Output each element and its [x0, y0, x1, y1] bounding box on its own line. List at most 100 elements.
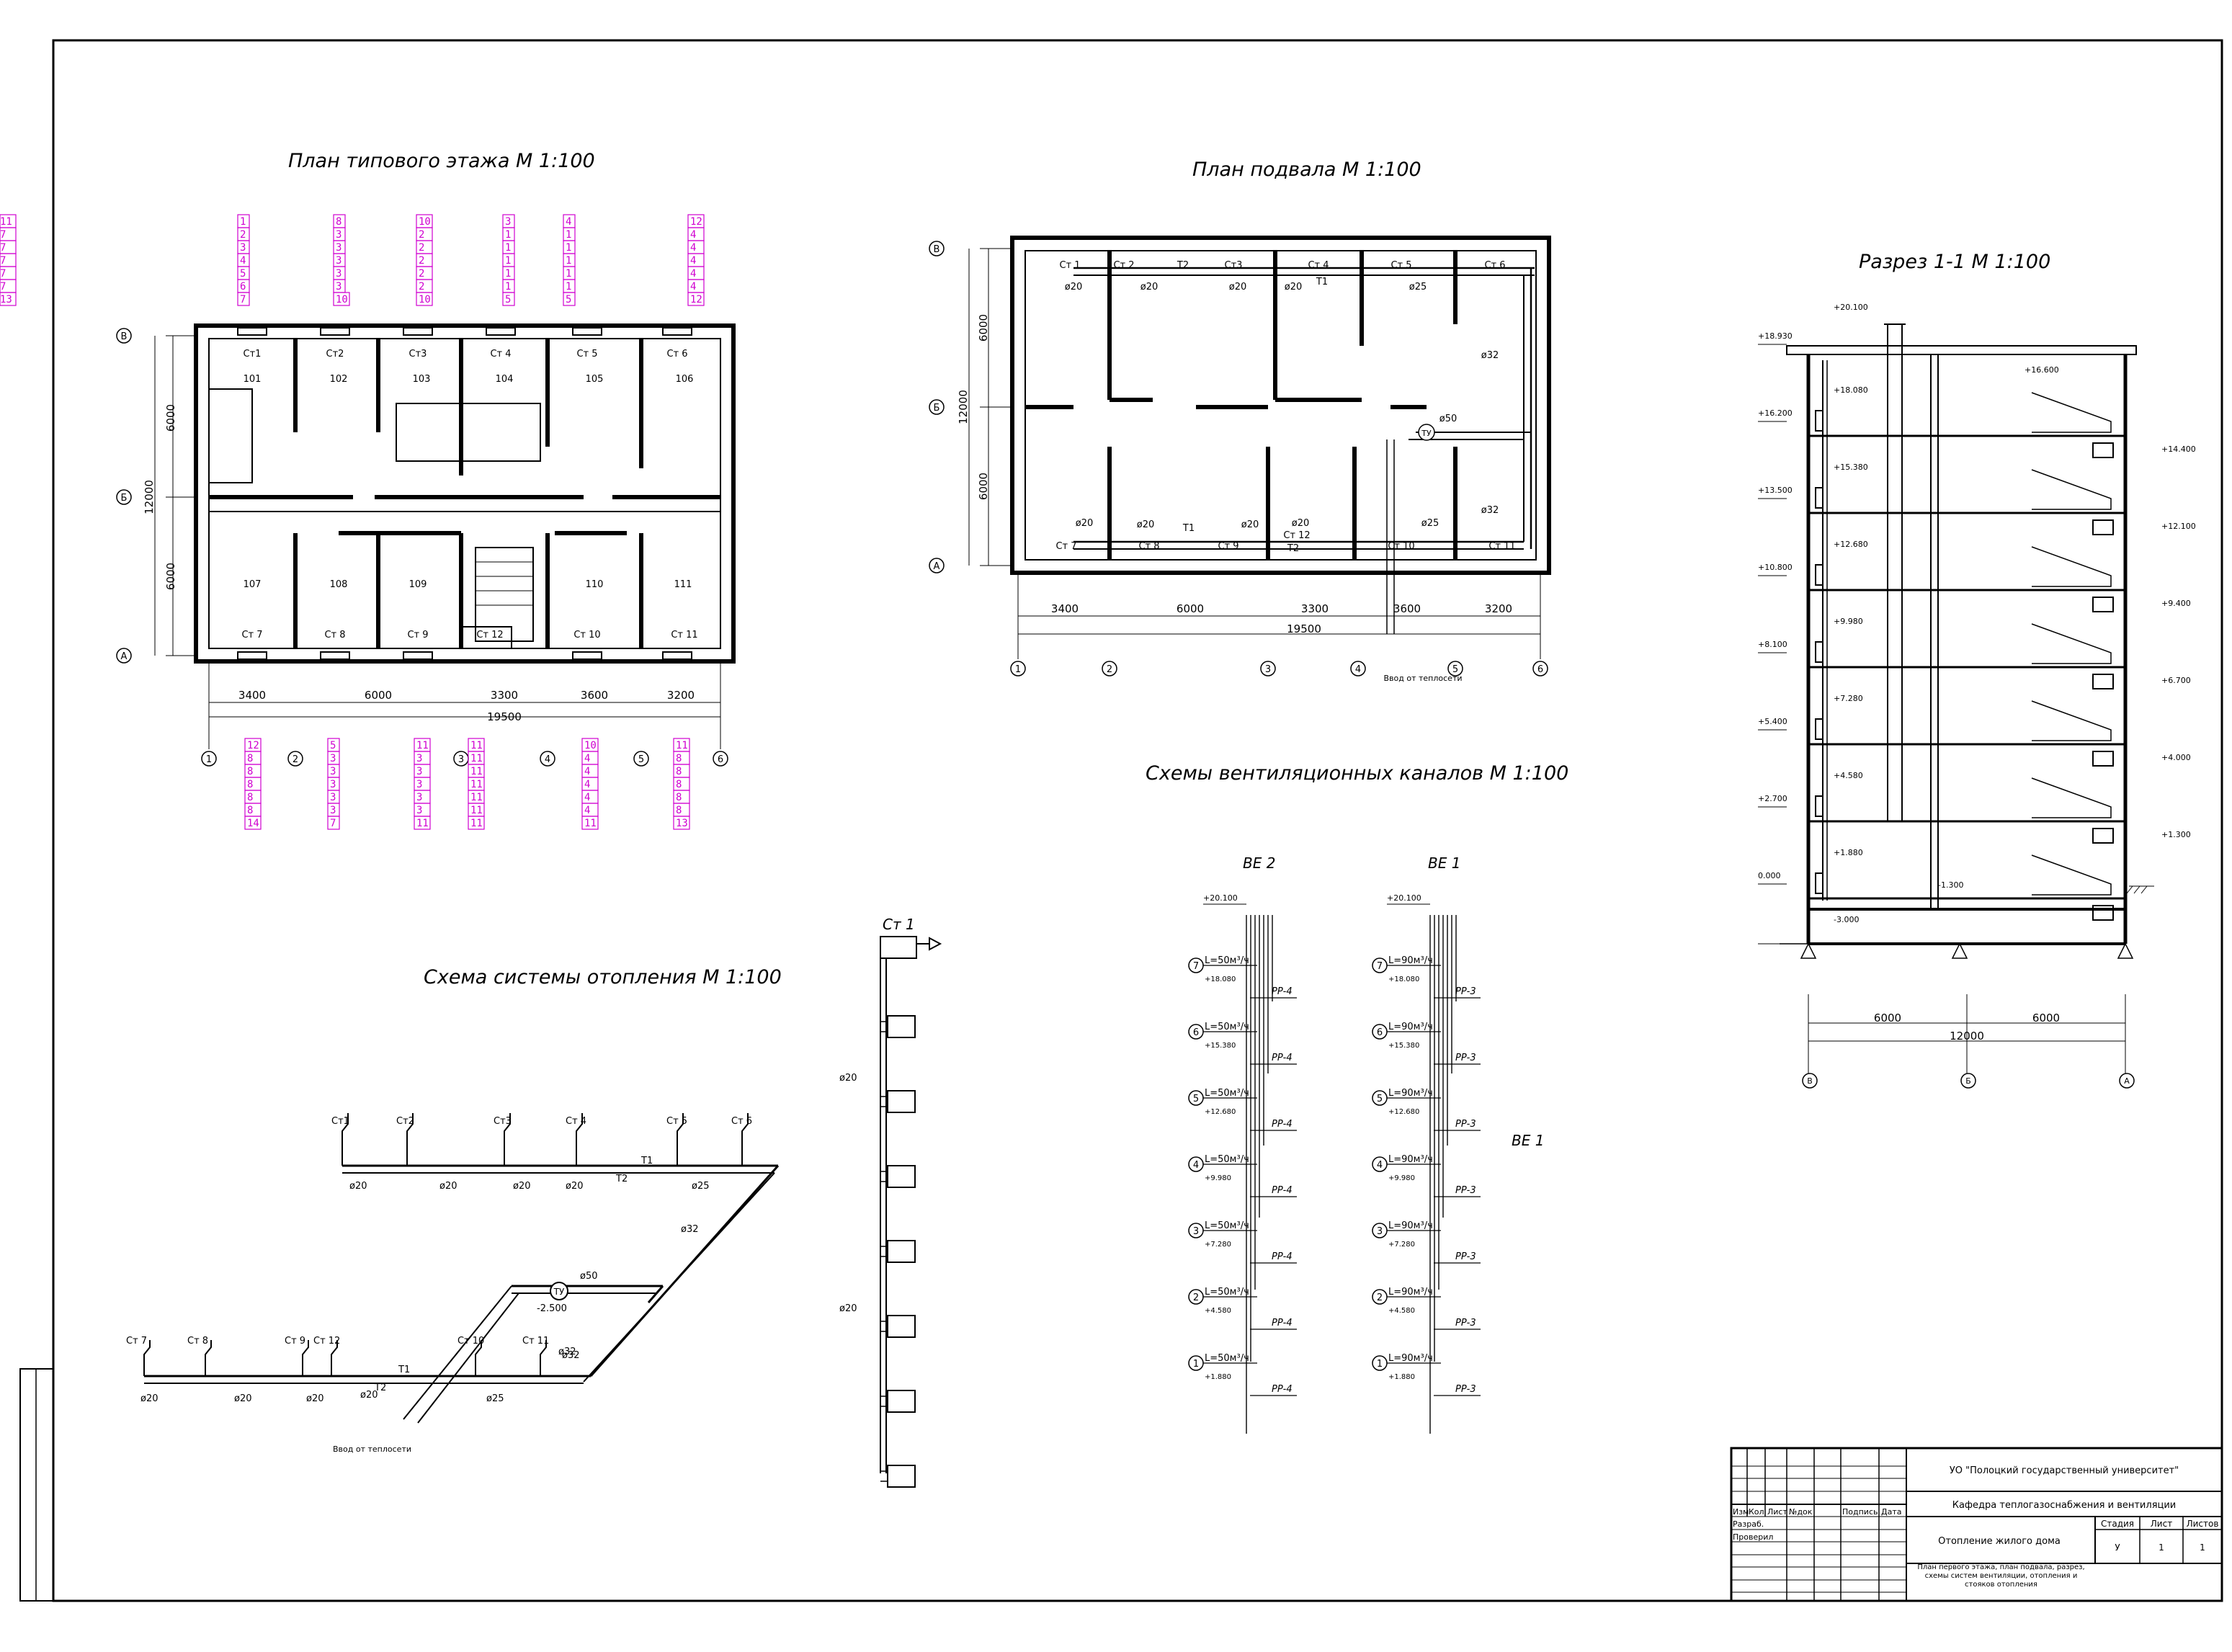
vent-scheme-be1: +20.1007L=90м³/ч+18.080РР-36L=90м³/ч+15.… — [1372, 893, 1481, 1434]
pipe-size: ø25 — [1421, 518, 1439, 529]
dim-height-total: 12000 — [143, 480, 156, 514]
pipe-size: ø20 — [360, 1390, 378, 1401]
load-value: 7 — [330, 818, 336, 829]
radiator — [887, 1165, 916, 1188]
floor-number: 1 — [1193, 1359, 1199, 1370]
stack-label: Ст3 — [1225, 260, 1243, 271]
load-value: 2 — [419, 281, 424, 293]
load-value: 1 — [566, 281, 571, 293]
load-cell — [563, 292, 576, 306]
pipe-size: ø20 — [513, 1181, 531, 1192]
floor-plan-title: План типового этажа М 1:100 — [288, 150, 595, 172]
radiator — [1815, 564, 1823, 586]
floor-plan-axis-bubbles — [116, 328, 728, 767]
pipe-size: ø20 — [1229, 282, 1247, 293]
grille-type: РР-3 — [1455, 1185, 1476, 1196]
radiator — [2092, 751, 2114, 767]
axis-label-v: Б — [121, 493, 128, 504]
basement-plan — [968, 236, 1551, 659]
stamp-org: УО "Полоцкий государственный университет… — [1950, 1465, 2179, 1476]
load-value: 7 — [240, 294, 246, 305]
room-number: 102 — [330, 374, 348, 385]
air-flow: L=90м³/ч — [1388, 1220, 1433, 1231]
load-value: 11 — [584, 818, 597, 829]
floor-number: 2 — [1377, 1292, 1383, 1303]
level-mark: +13.500 — [1758, 486, 1793, 495]
load-value: 3 — [416, 753, 422, 764]
stack-pipe — [741, 1113, 749, 1166]
pipe-size: ø25 — [692, 1181, 710, 1192]
pipe-label: Т1 — [1182, 523, 1195, 534]
load-value: 3 — [330, 779, 336, 790]
load-value: 5 — [566, 294, 571, 305]
stack-label: Ст 7 — [126, 1336, 147, 1347]
load-value: 7 — [0, 268, 6, 280]
dim-height: 6000 — [164, 404, 177, 432]
load-value: 3 — [336, 229, 342, 241]
level-mark: +16.200 — [1758, 408, 1793, 418]
load-cell — [687, 292, 705, 306]
stamp-sheet: 1 — [2159, 1542, 2164, 1553]
load-value: 3 — [330, 766, 336, 777]
riser-radiators — [880, 1015, 916, 1488]
stamp-stage-label: Стадия — [2101, 1519, 2134, 1529]
room-number: 101 — [244, 374, 262, 385]
level-mark: +1.880 — [1205, 1373, 1231, 1381]
stack-pipe — [576, 1113, 583, 1166]
load-cell — [244, 816, 262, 830]
stack-label: Ст 9 — [1218, 541, 1238, 552]
section-floors: +18.930+16.200+13.500+10.800+8.100+5.400… — [1758, 331, 2196, 921]
load-value: 3 — [336, 242, 342, 254]
level-mark: +9.980 — [1205, 1174, 1231, 1182]
entry-label: Ввод от теплосети — [333, 1445, 411, 1454]
stack-label: Ст 9 — [407, 630, 428, 640]
radiator — [887, 1090, 916, 1113]
load-cell — [237, 292, 250, 306]
pipe-label: Т2 — [615, 1174, 628, 1184]
load-value: 3 — [336, 268, 342, 280]
level-mark: +9.980 — [1388, 1174, 1415, 1182]
sheet-frame — [52, 39, 2223, 1602]
axis-label-h: 2 — [293, 754, 298, 765]
stack-pipe — [406, 1113, 414, 1166]
load-value: 7 — [0, 255, 6, 267]
load-value: 4 — [584, 766, 590, 777]
load-value: 10 — [419, 216, 431, 228]
room-number: 111 — [674, 579, 692, 590]
stamp-desc-box: План первого этажа, план подвала, разрез… — [1917, 1563, 2084, 1589]
pipe-size: ø32 — [562, 1350, 580, 1361]
stair-flight — [2031, 854, 2112, 896]
pipe-label: Т2 — [1287, 543, 1299, 554]
axis-label-h: 3 — [1265, 664, 1271, 675]
dim: 3600 — [1393, 602, 1421, 615]
grille-type: РР-3 — [1455, 1384, 1476, 1395]
room-number: 103 — [413, 374, 431, 385]
dim: 3300 — [1301, 602, 1329, 615]
load-value: 11 — [676, 740, 688, 751]
pipe-size: ø20 — [234, 1393, 252, 1404]
stair-flight — [2031, 623, 2112, 664]
level-mark: +4.580 — [1205, 1307, 1231, 1315]
axis-label-h: 3 — [458, 754, 464, 765]
title-block-text: УО "Полоцкий государственный университет… — [1733, 1465, 2218, 1553]
radiator — [887, 1390, 916, 1413]
load-value: 1 — [566, 255, 571, 267]
stack-label: Ст 6 — [666, 349, 687, 360]
stack-pipe — [475, 1340, 482, 1376]
level-mark: +1.880 — [1388, 1373, 1415, 1381]
load-cell — [673, 816, 690, 830]
axis-label-v: В — [934, 244, 940, 255]
load-value: 4 — [566, 216, 571, 228]
level-mark: +4.000 — [2161, 753, 2191, 762]
pipe-size: ø32 — [558, 1347, 576, 1357]
level-mark: +6.700 — [2161, 676, 2191, 685]
load-value: 11 — [470, 779, 483, 790]
side-strip — [19, 1368, 54, 1602]
stack-pipe — [302, 1340, 309, 1376]
room-number: 109 — [409, 579, 427, 590]
level-mark: +15.380 — [1205, 1042, 1236, 1050]
grille-type: РР-3 — [1455, 1251, 1476, 1262]
floor-number: 7 — [1377, 961, 1383, 972]
stair-flight — [2031, 392, 2112, 433]
